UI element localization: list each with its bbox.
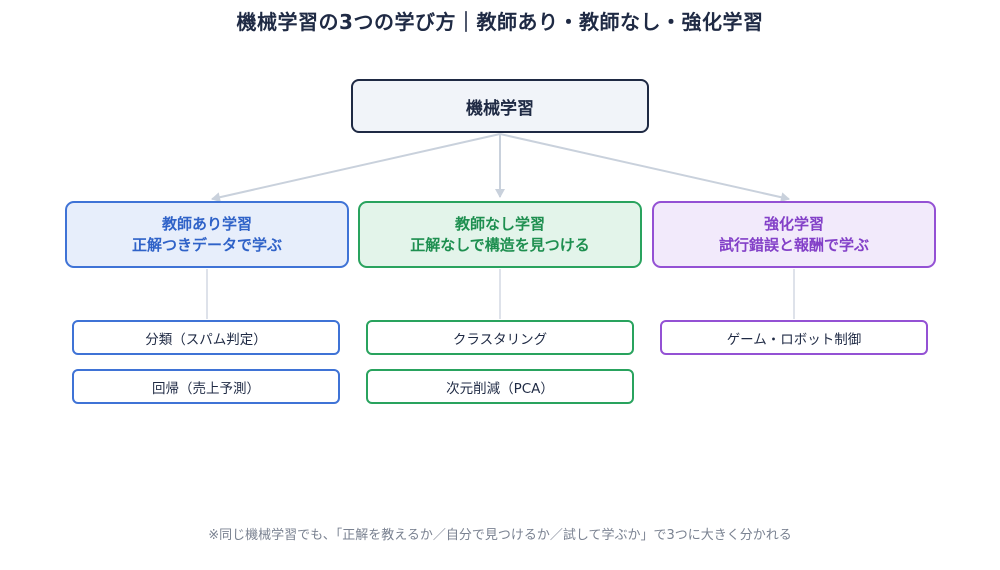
category-unsupervised-learning: 教師なし学習 正解なしで構造を見つける [358, 201, 642, 268]
example-label: クラスタリング [452, 331, 548, 348]
category-reinforcement-learning: 強化学習 試行錯誤と報酬で学ぶ [652, 201, 936, 268]
category-supervised-learning: 教師あり学習 正解つきデータで学ぶ [65, 201, 349, 268]
footnote: ※同じ機械学習でも、「正解を教えるか／自分で見つけるか／試して学ぶか」で3つに大… [208, 528, 792, 543]
example-clustering: クラスタリング [366, 320, 634, 355]
example-label: 分類（スパム判定） [145, 331, 267, 348]
example-label: ゲーム・ロボット制御 [726, 331, 862, 348]
category-subtitle: 正解つきデータで学ぶ [131, 235, 282, 254]
example-game-robot-control: ゲーム・ロボット制御 [660, 320, 928, 355]
example-classification: 分類（スパム判定） [72, 320, 340, 355]
category-name: 教師あり学習 [161, 215, 252, 234]
root-node-machine-learning: 機械学習 [351, 79, 649, 133]
category-subtitle: 正解なしで構造を見つける [410, 235, 590, 254]
category-name: 教師なし学習 [454, 215, 545, 234]
category-subtitle: 試行錯誤と報酬で学ぶ [718, 235, 869, 254]
example-regression: 回帰（売上予測） [72, 369, 340, 404]
example-dimensionality-reduction: 次元削減（PCA） [366, 369, 634, 404]
root-label: 機械学習 [466, 98, 534, 119]
example-label: 回帰（売上予測） [152, 380, 260, 397]
edge-root-to-supervised [211, 133, 501, 203]
edge-root-to-reinforcement [499, 133, 790, 203]
example-label: 次元削減（PCA） [446, 380, 554, 397]
category-name: 強化学習 [763, 215, 824, 234]
diagram-title: 機械学習の3つの学び方｜教師あり・教師なし・強化学習 [236, 10, 764, 34]
